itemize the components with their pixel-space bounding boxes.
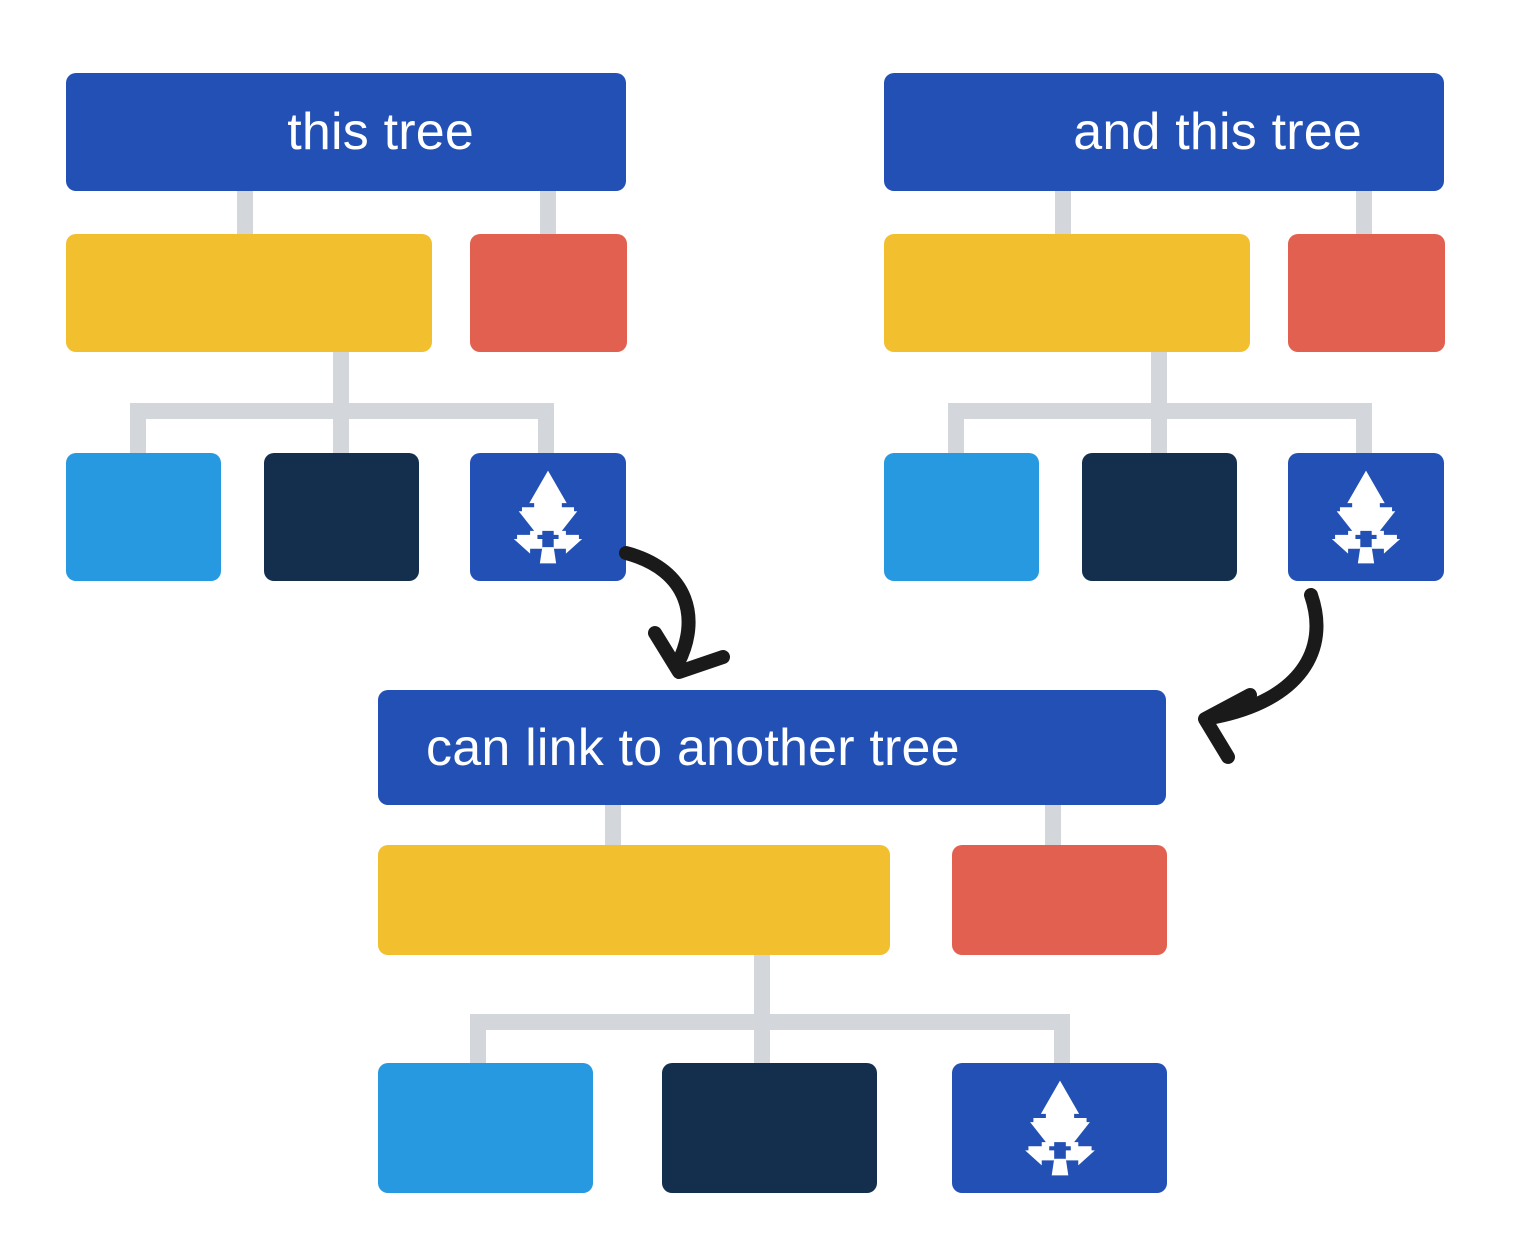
link-from-right-tree-arrow: [1198, 588, 1324, 764]
connector-right-drop-1: [948, 403, 964, 463]
tree-right-root-card[interactable]: and this tree: [884, 73, 1444, 191]
tree-bottom-tree-link-node[interactable]: [952, 1063, 1167, 1193]
connector-bottom-root-to-red: [1045, 800, 1061, 858]
tree-bottom-root-label: can link to another tree: [426, 718, 960, 777]
connector-left-drop-2: [333, 403, 349, 463]
connector-left-root-to-yellow: [237, 186, 253, 246]
connector-left-drop-3: [538, 403, 554, 463]
connector-right-drop-2: [1151, 403, 1167, 463]
tree-icon: [1325, 469, 1407, 565]
tree-left-red-node[interactable]: [470, 234, 627, 352]
tree-right-root-label: and this tree: [1073, 103, 1362, 161]
connector-right-root-to-red: [1356, 186, 1372, 246]
tree-right-red-node[interactable]: [1288, 234, 1445, 352]
tree-left-root-card[interactable]: this tree: [66, 73, 626, 191]
connector-right-root-to-yellow: [1055, 186, 1071, 246]
tree-bottom-root-card[interactable]: can link to another tree: [378, 690, 1166, 805]
tree-icon: [507, 469, 589, 565]
tree-bottom-red-node[interactable]: [952, 845, 1167, 955]
tree-icon: [1018, 1079, 1102, 1177]
tree-right-light-blue-node[interactable]: [884, 453, 1039, 581]
connector-left-drop-1: [130, 403, 146, 463]
connector-bottom-yellow-stem: [754, 950, 770, 1020]
connector-bottom-drop-1: [470, 1014, 486, 1074]
connector-bottom-root-to-yellow: [605, 800, 621, 858]
tree-right-yellow-node[interactable]: [884, 234, 1250, 352]
connector-bottom-drop-3: [1054, 1014, 1070, 1074]
connector-bottom-drop-2: [754, 1014, 770, 1074]
link-from-left-tree-arrow: [619, 546, 730, 679]
tree-bottom-dark-navy-node[interactable]: [662, 1063, 877, 1193]
tree-left-tree-link-node[interactable]: [470, 453, 626, 581]
tree-right-tree-link-node[interactable]: [1288, 453, 1444, 581]
connector-left-root-to-red: [540, 186, 556, 246]
tree-bottom-light-blue-node[interactable]: [378, 1063, 593, 1193]
tree-left-root-label: this tree: [287, 103, 474, 161]
tree-bottom-yellow-node[interactable]: [378, 845, 890, 955]
tree-right-dark-navy-node[interactable]: [1082, 453, 1237, 581]
connector-bottom-hbar: [470, 1014, 1070, 1030]
connector-left-yellow-stem: [333, 340, 349, 410]
connector-right-drop-3: [1356, 403, 1372, 463]
connector-right-yellow-stem: [1151, 340, 1167, 410]
tree-left-light-blue-node[interactable]: [66, 453, 221, 581]
tree-left-yellow-node[interactable]: [66, 234, 432, 352]
tree-left-dark-navy-node[interactable]: [264, 453, 419, 581]
